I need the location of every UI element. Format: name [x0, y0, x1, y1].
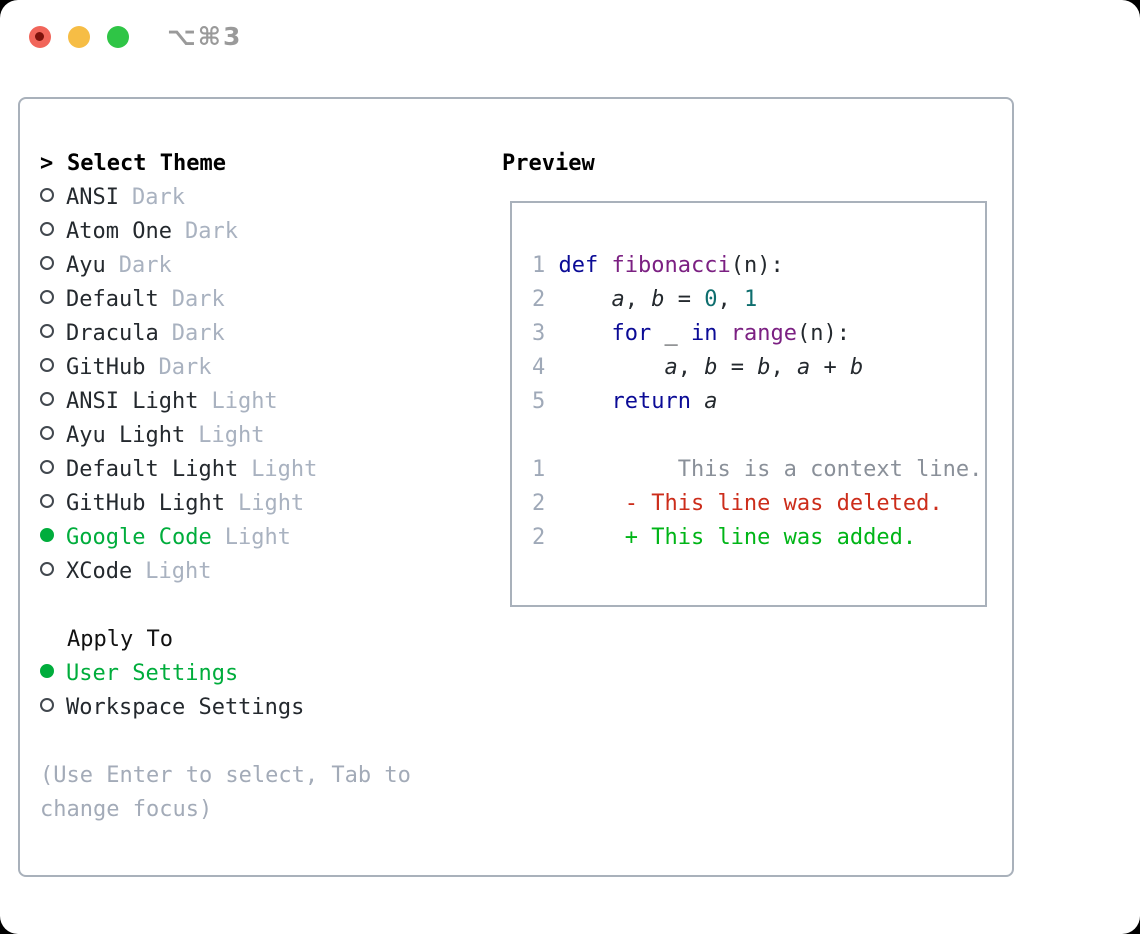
select-theme-header: > Select Theme: [40, 147, 502, 181]
preview-code: 1 def fibonacci(n): 2 a, b = 0, 1 3 for …: [532, 253, 983, 550]
theme-variant-label: Dark: [158, 355, 212, 380]
theme-option-label: Atom One: [66, 219, 172, 244]
radio-selected-icon: [40, 664, 54, 678]
theme-option-label: Google Code: [66, 525, 212, 550]
radio-icon: [40, 460, 54, 474]
window-title: ⌥⌘3: [167, 22, 243, 51]
radio-icon: [40, 392, 54, 406]
theme-option-github[interactable]: GitHub Dark: [40, 351, 502, 385]
theme-option-github-light[interactable]: GitHub Light Light: [40, 487, 502, 521]
theme-option-label: Ayu: [66, 253, 106, 278]
radio-icon: [40, 358, 54, 372]
theme-option-label: Ayu Light: [66, 423, 186, 448]
titlebar: ⌥⌘3: [0, 0, 1140, 97]
theme-variant-label: Light: [251, 457, 318, 482]
radio-icon: [40, 188, 54, 202]
theme-option-label: XCode: [66, 559, 133, 584]
theme-option-ansi-light[interactable]: ANSI Light Light: [40, 385, 502, 419]
theme-variant-label: Light: [237, 491, 305, 516]
close-dot-icon: [35, 32, 44, 41]
theme-variant-label: Dark: [171, 321, 225, 346]
apply-option-user-settings[interactable]: User Settings: [40, 657, 502, 691]
theme-option-ayu[interactable]: Ayu Dark: [40, 249, 502, 283]
preview-column: Preview 1 def fibonacci(n): 2 a, b = 0, …: [502, 147, 1012, 875]
select-theme-title: Select Theme: [67, 151, 226, 176]
theme-option-google-code[interactable]: Google Code Light: [40, 521, 502, 555]
theme-option-label: ANSI Light: [66, 389, 199, 414]
close-button[interactable]: [29, 26, 51, 48]
theme-variant-label: Light: [198, 423, 265, 448]
radio-icon: [40, 494, 54, 508]
theme-option-ayu-light[interactable]: Ayu Light Light: [40, 419, 502, 453]
minimize-button[interactable]: [68, 26, 90, 48]
theme-variant-label: Dark: [118, 253, 172, 278]
apply-option-workspace-settings[interactable]: Workspace Settings: [40, 691, 502, 725]
theme-variant-label: Dark: [171, 287, 225, 312]
theme-option-label: Default Light: [66, 457, 239, 482]
radio-icon: [40, 290, 54, 304]
preview-title: Preview: [502, 151, 595, 176]
theme-option-xcode[interactable]: XCode Light: [40, 555, 502, 589]
theme-option-label: Default: [66, 287, 159, 312]
spacer: [40, 725, 502, 759]
theme-variant-label: Light: [145, 559, 212, 584]
radio-icon: [40, 426, 54, 440]
preview-box: 1 def fibonacci(n): 2 a, b = 0, 1 3 for …: [510, 201, 987, 607]
theme-option-label: Dracula: [66, 321, 159, 346]
radio-icon: [40, 222, 54, 236]
apply-option-label: Workspace Settings: [66, 695, 305, 720]
apply-to-header: Apply To: [67, 627, 173, 652]
theme-option-dracula[interactable]: Dracula Dark: [40, 317, 502, 351]
spacer: [40, 589, 502, 623]
theme-variant-label: Dark: [184, 219, 238, 244]
theme-variant-label: Dark: [131, 185, 185, 210]
radio-icon: [40, 324, 54, 338]
keyboard-hint: (Use Enter to select, Tab to change focu…: [40, 763, 411, 822]
radio-icon: [40, 562, 54, 576]
radio-icon: [40, 256, 54, 270]
cursor-arrow-icon: >: [40, 151, 54, 176]
radio-selected-icon: [40, 528, 54, 542]
zoom-button[interactable]: [107, 26, 129, 48]
theme-option-label: GitHub Light: [66, 491, 225, 516]
theme-option-label: GitHub: [66, 355, 146, 380]
theme-variant-label: Light: [211, 389, 278, 414]
theme-option-label: ANSI: [66, 185, 119, 210]
radio-icon: [40, 698, 54, 712]
theme-option-atom-one[interactable]: Atom One Dark: [40, 215, 502, 249]
theme-variant-label: Light: [224, 525, 291, 550]
theme-option-default-light[interactable]: Default Light Light: [40, 453, 502, 487]
theme-option-default[interactable]: Default Dark: [40, 283, 502, 317]
theme-option-ansi[interactable]: ANSI Dark: [40, 181, 502, 215]
apply-option-label: User Settings: [66, 661, 239, 686]
